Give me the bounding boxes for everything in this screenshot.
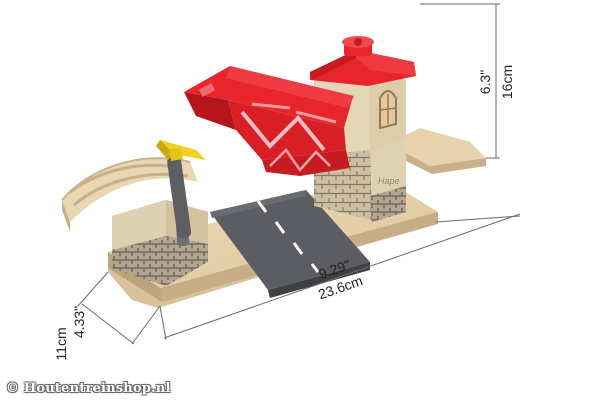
raised-bridge-deck <box>184 66 354 176</box>
height-dimension: 6.3" 16cm <box>420 3 515 159</box>
depth-dimension: 4.33" 11cm <box>53 271 161 361</box>
right-brick-tower: Hape <box>310 36 486 222</box>
brand-mark: Hape <box>378 176 400 186</box>
length-dimension: 9.29" 23.6cm <box>159 213 521 341</box>
height-inches-label: 6.3" <box>477 70 493 94</box>
watermark: © Houtentreinshop.nl <box>6 381 171 396</box>
depth-inches-label: 4.33" <box>71 306 87 338</box>
depth-cm-label: 11cm <box>53 327 69 360</box>
signal-lever <box>156 140 206 238</box>
road-crossing <box>210 190 370 298</box>
dimension-annotations: 6.3" 16cm 9.29" 23.6cm 4.33" 11cm <box>53 3 521 361</box>
height-cm-label: 16cm <box>499 65 515 99</box>
